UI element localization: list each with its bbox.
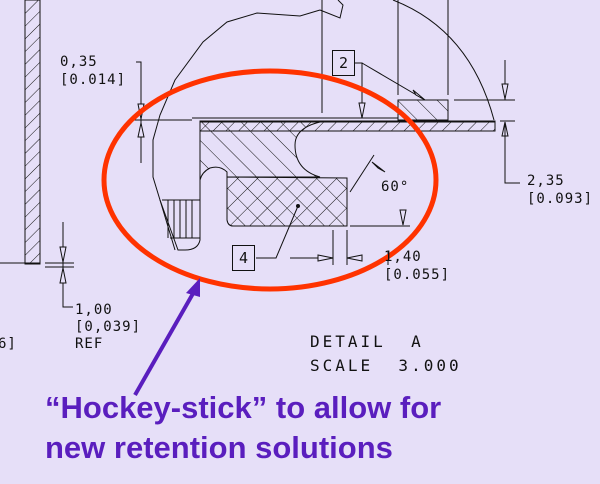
caption-line-2: new retention solutions [45, 430, 393, 465]
balloon-2: 2 [332, 50, 355, 76]
balloon-4: 4 [232, 245, 255, 271]
dim-235-in: [0.093] [527, 191, 594, 207]
caption-line-1: “Hockey-stick” to allow for [45, 390, 442, 425]
dim-100-in: [0,039] [75, 319, 142, 335]
highlight-ellipse [101, 68, 439, 292]
dim-035-mm: 0,35 [60, 54, 98, 70]
dim-235-mm: 2,35 [527, 173, 565, 189]
detail-scale: SCALE 3.000 [310, 356, 462, 375]
annotation-arrow [133, 278, 200, 396]
angle-60: 60° [381, 179, 410, 195]
annotation-caption: “Hockey-stick” to allow for new retentio… [45, 388, 441, 468]
left-wall [24, 0, 41, 265]
dim-100-mm: 1,00 [75, 302, 113, 318]
seal-body [199, 121, 321, 181]
detail-title: DETAIL A [310, 332, 424, 351]
dim-140-mm: 1,40 [384, 249, 422, 265]
dim-035-in: [0.014] [60, 72, 127, 88]
dim-100-ref: REF [75, 336, 104, 352]
fingers [162, 199, 200, 239]
dim-140-in: [0.055] [384, 267, 451, 283]
dim-partial-left: 6] [0, 336, 17, 352]
